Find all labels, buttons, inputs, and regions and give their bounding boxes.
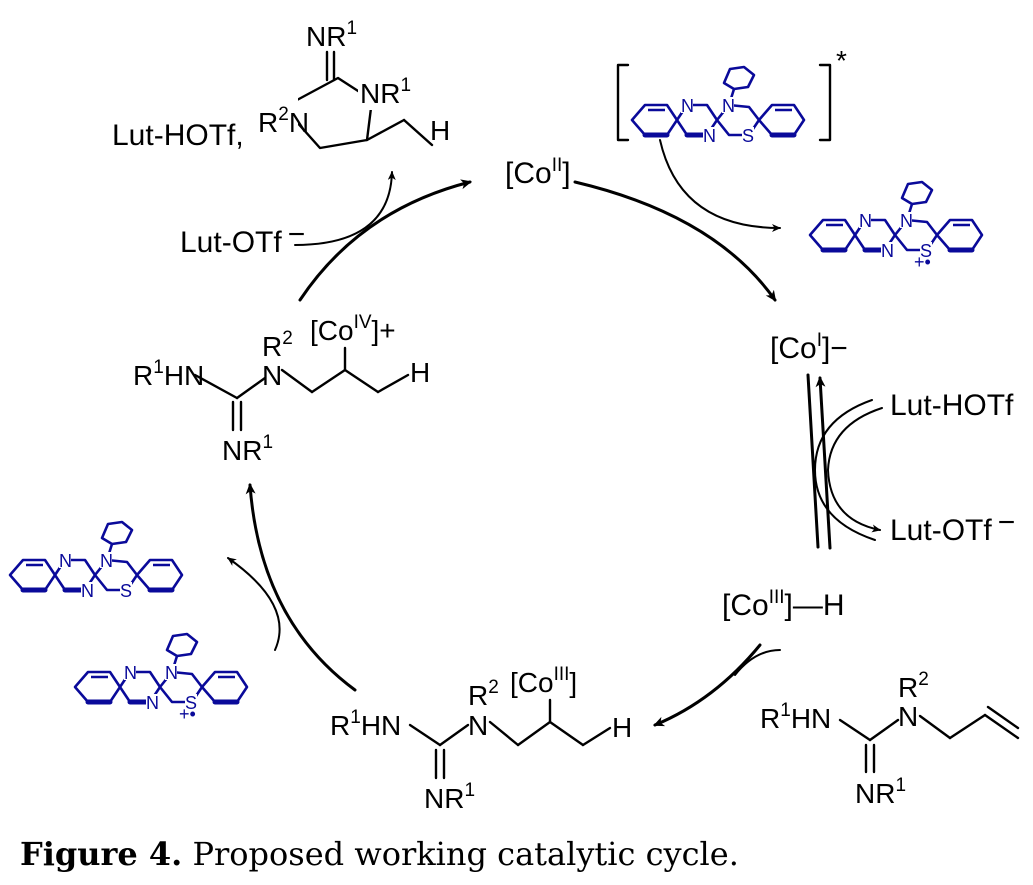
svg-text:H: H — [430, 115, 450, 146]
lut-otf-right: Lut-OTf− — [890, 506, 1015, 547]
svg-text:[CoI]−: [CoI]− — [770, 330, 848, 365]
svg-text:N: N — [468, 710, 488, 741]
svg-text:[CoIV]+: [CoIV]+ — [310, 312, 396, 346]
photocatalyst-ground-state-left — [10, 522, 182, 601]
photocatalyst-radical-cation-left: +• — [75, 634, 247, 724]
svg-text:NR1: NR1 — [222, 432, 273, 466]
svg-text:*: * — [836, 45, 847, 76]
svg-text:R2: R2 — [898, 669, 929, 703]
co-iii-alkyl-intermediate: R1HN N R2 NR1 [CoIII] H — [330, 664, 632, 814]
svg-text:NR1: NR1 — [424, 780, 475, 814]
lut-hotf-coproduct: Lut-HOTf, — [112, 119, 244, 152]
svg-text:[CoII]: [CoII] — [505, 155, 571, 190]
photocatalyst-radical-cation-top: +• — [810, 182, 982, 272]
svg-text:R2N: R2N — [258, 104, 309, 138]
svg-text:+•: +• — [914, 252, 931, 272]
figure-caption: Figure 4. Proposed working catalytic cyc… — [20, 835, 739, 873]
co-iii-hydride: [CoIII]—H — [722, 587, 845, 622]
svg-text:N: N — [262, 360, 282, 391]
svg-text:NR1: NR1 — [306, 18, 357, 52]
svg-text:+•: +• — [179, 704, 196, 724]
svg-text:R2: R2 — [262, 328, 293, 362]
svg-text:H: H — [410, 357, 430, 388]
photocatalyst-excited-state: * — [616, 45, 847, 146]
lut-otf-left: Lut-OTf− — [180, 218, 305, 259]
svg-text:N: N — [898, 701, 918, 732]
allyl-guanidine-substrate: R1HN N R2 NR1 — [760, 669, 1020, 809]
svg-text:NR1: NR1 — [360, 75, 411, 109]
co-ii-species: [CoII] — [505, 155, 571, 190]
lut-hotf-right: Lut-HOTf — [890, 389, 1014, 422]
co-iv-alkyl-intermediate: R1HN N R2 NR1 [CoIV]+ H — [133, 312, 430, 466]
svg-text:R1HN: R1HN — [330, 707, 401, 741]
svg-text:R1HN: R1HN — [760, 700, 831, 734]
svg-text:[CoIII]: [CoIII] — [510, 664, 577, 698]
co-i-species: [CoI]− — [770, 330, 848, 365]
svg-text:R1HN: R1HN — [133, 357, 204, 391]
svg-text:R2: R2 — [468, 677, 499, 711]
svg-text:[CoIII]—H: [CoIII]—H — [722, 587, 845, 622]
cycle-arrows — [227, 139, 883, 727]
cyclic-guanidine-product: R2N NR1 NR1 H — [258, 18, 450, 150]
svg-text:H: H — [612, 712, 632, 743]
svg-text:NR1: NR1 — [855, 775, 906, 809]
